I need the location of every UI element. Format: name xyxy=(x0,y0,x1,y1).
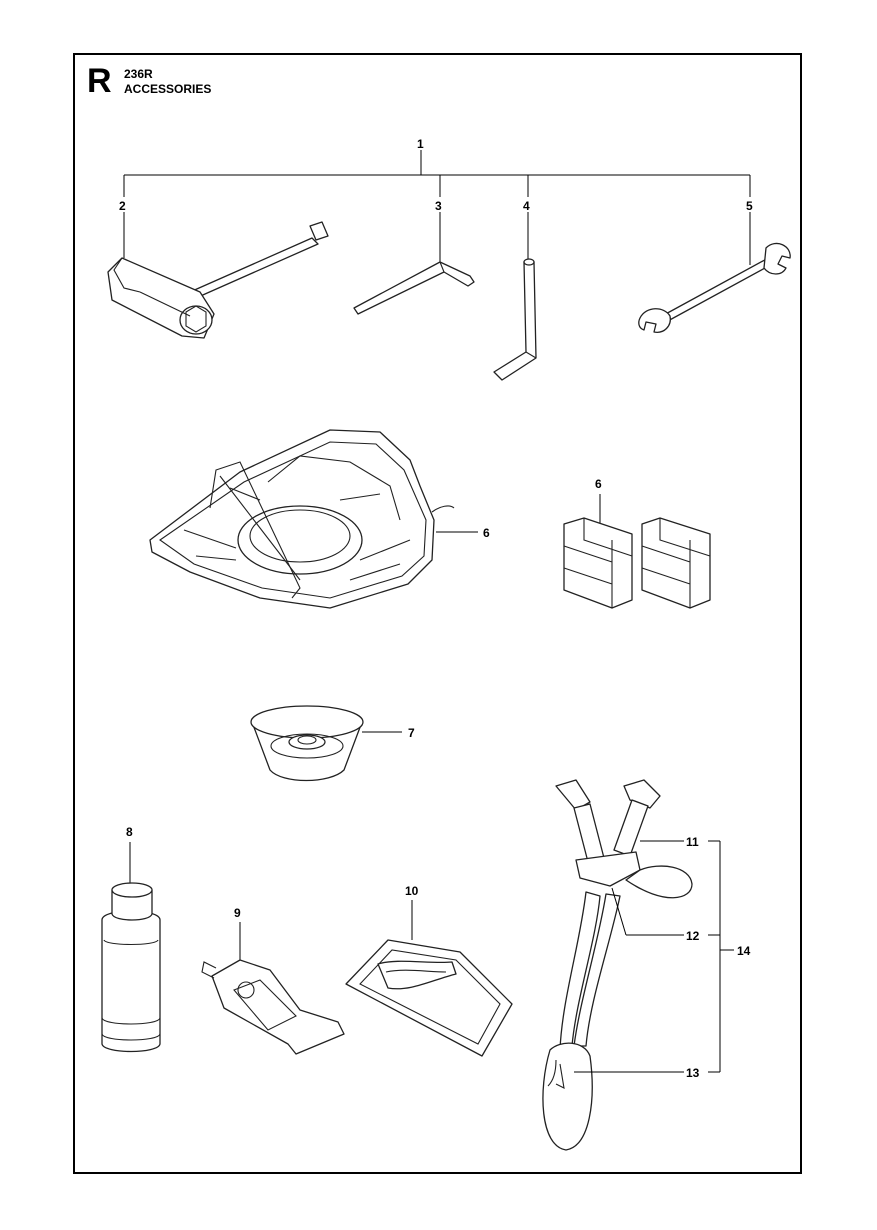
callout-5: 5 xyxy=(746,199,753,213)
guard-extension-plates-icon xyxy=(563,494,711,609)
callout-2: 2 xyxy=(119,199,126,213)
callout-12: 12 xyxy=(686,929,700,943)
callout-13: 13 xyxy=(686,1066,700,1080)
diagram-frame xyxy=(73,53,802,1174)
open-end-wrench-icon xyxy=(638,242,791,333)
callout-7: 7 xyxy=(408,726,415,740)
hex-key-small-icon xyxy=(353,261,475,315)
kit-bracket xyxy=(123,150,751,265)
oil-bottle-icon xyxy=(101,842,161,1053)
callout-10: 10 xyxy=(405,884,419,898)
callout-9: 9 xyxy=(234,906,241,920)
section-letter: R xyxy=(87,62,112,100)
callout-6-plates: 6 xyxy=(595,477,602,491)
model-title: 236R xyxy=(124,67,153,81)
support-cup-icon xyxy=(250,705,402,782)
callout-3: 3 xyxy=(435,199,442,213)
callout-8: 8 xyxy=(126,825,133,839)
callout-4: 4 xyxy=(523,199,530,213)
callout-1: 1 xyxy=(417,137,424,151)
callout-6-guard: 6 xyxy=(483,526,490,540)
grease-tube-icon xyxy=(201,922,345,1055)
page-title: ACCESSORIES xyxy=(124,82,212,96)
harness-icon xyxy=(542,779,734,1151)
transport-guard-icon xyxy=(345,900,513,1057)
callout-14: 14 xyxy=(737,944,751,958)
callout-11: 11 xyxy=(686,835,699,849)
trimmer-guard-icon xyxy=(149,429,478,609)
hex-key-large-icon xyxy=(493,258,537,381)
combination-spanner-icon xyxy=(107,221,329,339)
